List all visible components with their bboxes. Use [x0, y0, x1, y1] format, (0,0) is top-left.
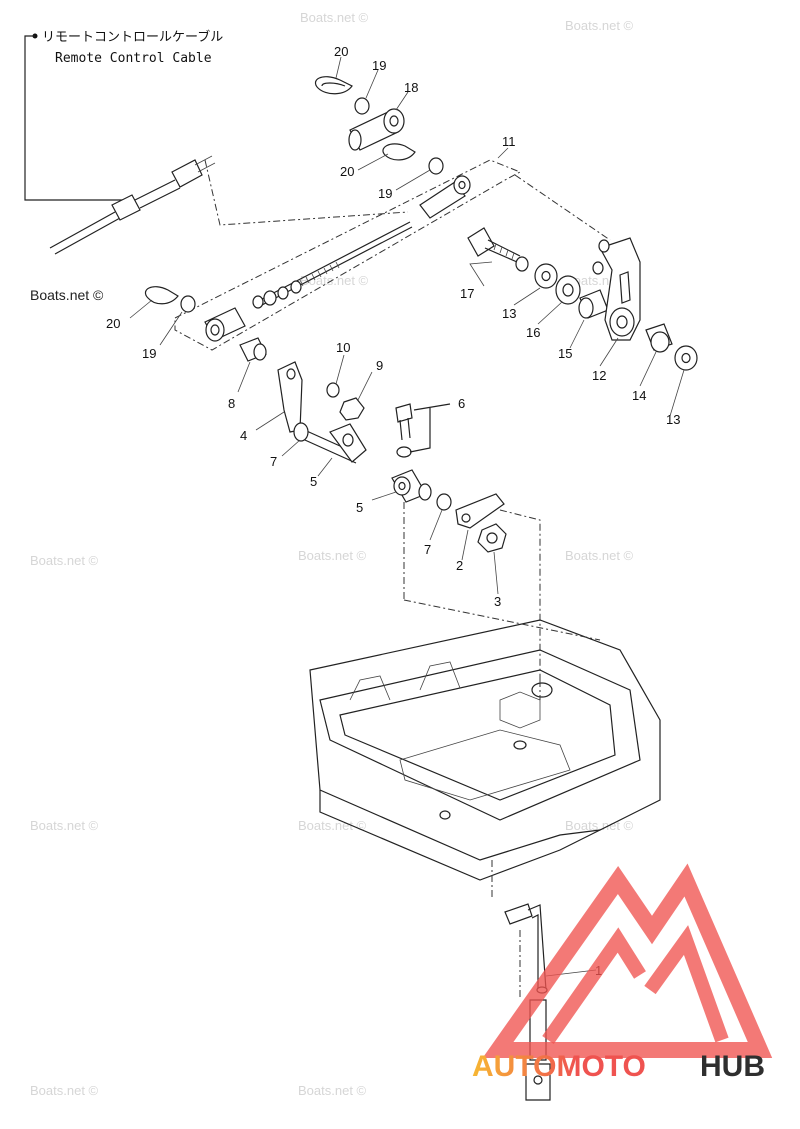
watermark: Boats.net ©	[30, 553, 99, 568]
watermark: Boats.net ©	[30, 818, 99, 833]
callout-17: 17	[460, 286, 474, 301]
shift-lever-group	[467, 174, 698, 371]
callout-19: 19	[378, 186, 392, 201]
cable-label-en: Remote Control Cable	[55, 51, 212, 66]
callout-19: 19	[372, 58, 386, 73]
callout-18: 18	[404, 80, 418, 95]
callout-numbers: 20 19 18 20 19 11 17 13 16 15 12 14 13 2…	[106, 44, 680, 978]
bracket-group	[239, 337, 541, 680]
callout-6: 6	[458, 396, 465, 411]
watermark: Boats.net ©	[298, 1083, 367, 1098]
callout-7: 7	[270, 454, 277, 469]
callout-5: 5	[310, 474, 317, 489]
watermark: Boats.net ©	[300, 10, 369, 25]
watermark: Boats.net ©	[298, 818, 367, 833]
callout-16: 16	[526, 325, 540, 340]
callout-5: 5	[356, 500, 363, 515]
callout-19: 19	[142, 346, 156, 361]
callout-12: 12	[592, 368, 606, 383]
callout-8: 8	[228, 396, 235, 411]
callout-13: 13	[502, 306, 516, 321]
watermark-dark: Boats.net ©	[30, 287, 104, 303]
callout-11: 11	[502, 134, 516, 149]
callout-4: 4	[240, 428, 247, 443]
remote-control-cable: リモートコントロールケーブル Remote Control Cable	[24, 29, 409, 255]
callout-10: 10	[336, 340, 350, 355]
logo-text-dark: HUB	[700, 1050, 765, 1083]
watermark: Boats.net ©	[565, 548, 634, 563]
callout-13: 13	[666, 412, 680, 427]
callout-2: 2	[456, 558, 463, 573]
watermark-layer: Boats.net © Boats.net © Boats.net © Boat…	[30, 10, 634, 1098]
callout-20: 20	[340, 164, 354, 179]
watermark: Boats.net ©	[565, 18, 634, 33]
automotohub-logo: AUTOMOTO HUB	[472, 863, 773, 1083]
callout-3: 3	[494, 594, 501, 609]
watermark: Boats.net ©	[30, 1083, 99, 1098]
callout-15: 15	[558, 346, 572, 361]
watermark: Boats.net ©	[298, 548, 367, 563]
callout-20: 20	[106, 316, 120, 331]
callout-20: 20	[334, 44, 348, 59]
upper-linkage	[144, 76, 522, 351]
callout-14: 14	[632, 388, 646, 403]
callout-7: 7	[424, 542, 431, 557]
logo-text-accent: AUTOMOTO	[472, 1050, 646, 1083]
bottom-cowling	[309, 599, 661, 881]
callout-9: 9	[376, 358, 383, 373]
cable-label-jp: リモートコントロールケーブル	[42, 29, 223, 45]
